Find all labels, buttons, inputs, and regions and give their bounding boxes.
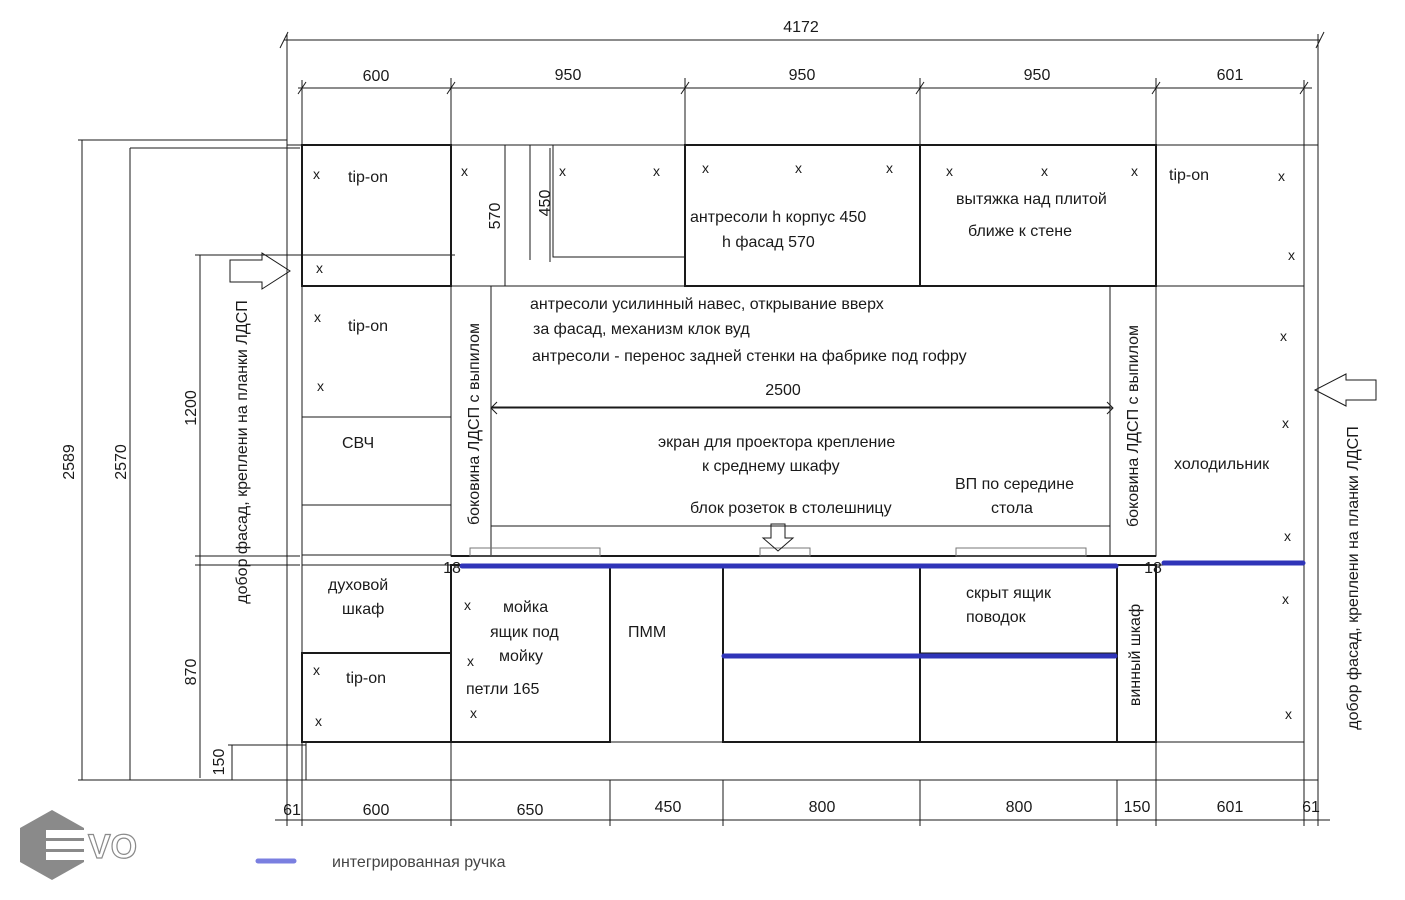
label-drawer-2: поводок bbox=[966, 609, 1027, 626]
label-sockets: блок розеток в столешницу bbox=[690, 500, 892, 517]
mark: x bbox=[1282, 591, 1289, 607]
mark: x bbox=[1131, 163, 1138, 179]
label-tipon-2: tip-on bbox=[348, 318, 388, 335]
mark: x bbox=[316, 260, 323, 276]
label-pmm: ПММ bbox=[628, 624, 666, 641]
mark: x bbox=[1282, 415, 1289, 431]
bottom-col-8: 601 bbox=[1217, 799, 1244, 816]
label-tipon-3: tip-on bbox=[346, 670, 386, 687]
gap-18-right: 18 bbox=[1144, 560, 1162, 577]
top-col-5: 601 bbox=[1217, 67, 1244, 84]
label-side-left: боковина ЛДСП с выпилом bbox=[466, 323, 483, 525]
label-svch: СВЧ bbox=[342, 435, 374, 452]
height-2570: 2570 bbox=[113, 444, 130, 480]
total-width: 4172 bbox=[783, 19, 819, 36]
bottom-col-1: 61 bbox=[283, 802, 301, 819]
mark: x bbox=[653, 163, 660, 179]
mark: x bbox=[795, 160, 802, 176]
bottom-col-7: 150 bbox=[1124, 799, 1151, 816]
label-hood-1: вытяжка над плитой bbox=[956, 191, 1107, 208]
logo-text: VO bbox=[88, 828, 137, 866]
label-mezz-2: h фасад 570 bbox=[722, 234, 815, 251]
mark: x bbox=[1284, 528, 1291, 544]
bottom-dimension-lines bbox=[275, 780, 1330, 826]
mark: x bbox=[461, 163, 468, 179]
label-note-3: антресоли - перенос задней стенки на фаб… bbox=[532, 348, 967, 365]
integrated-handles bbox=[459, 560, 1306, 659]
label-screen-1: экран для проектора крепление bbox=[658, 434, 895, 451]
mark: x bbox=[315, 713, 322, 729]
label-wine: винный шкаф bbox=[1127, 604, 1144, 706]
facade-450: 450 bbox=[537, 190, 554, 217]
top-col-2: 950 bbox=[555, 67, 582, 84]
mark: x bbox=[702, 160, 709, 176]
label-dobor-right: добор фасад, креплени на планки ЛДСП bbox=[1345, 426, 1362, 729]
mark: x bbox=[314, 309, 321, 325]
height-2589: 2589 bbox=[61, 444, 78, 480]
bottom-col-4: 450 bbox=[655, 799, 682, 816]
down-arrow-icon bbox=[761, 523, 795, 552]
bottom-col-3: 650 bbox=[517, 802, 544, 819]
top-col-1: 600 bbox=[363, 68, 390, 85]
label-hood-2: ближе к стене bbox=[968, 223, 1072, 240]
evo-logo: VO bbox=[20, 810, 138, 880]
top-dimension-lines bbox=[279, 31, 1325, 145]
mark: x bbox=[1285, 706, 1292, 722]
label-oven-1: духовой bbox=[328, 577, 388, 594]
label-sink-1: мойка bbox=[503, 599, 548, 616]
mark: x bbox=[467, 653, 474, 669]
top-col-4: 950 bbox=[1024, 67, 1051, 84]
left-arrow-icon bbox=[229, 252, 291, 290]
left-height-dimensions bbox=[78, 139, 455, 781]
label-tipon-1: tip-on bbox=[348, 169, 388, 186]
middle-niche bbox=[450, 285, 1157, 557]
label-mezz-1: антресоли h корпус 450 bbox=[690, 209, 866, 226]
mark: x bbox=[1041, 163, 1048, 179]
label-sink-3: мойку bbox=[499, 648, 543, 665]
height-150: 150 bbox=[211, 749, 228, 776]
height-870: 870 bbox=[183, 659, 200, 686]
height-1200: 1200 bbox=[183, 390, 200, 426]
label-side-right: боковина ЛДСП с выпилом bbox=[1125, 325, 1142, 527]
bottom-col-2: 600 bbox=[363, 802, 390, 819]
label-fridge: холодильник bbox=[1174, 456, 1270, 473]
mark: x bbox=[470, 705, 477, 721]
mark: x bbox=[313, 662, 320, 678]
label-hinges: петли 165 bbox=[466, 681, 540, 698]
bottom-col-9: 61 bbox=[1302, 799, 1320, 816]
mark: x bbox=[559, 163, 566, 179]
label-sink-2: ящик под bbox=[490, 624, 559, 641]
facade-570: 570 bbox=[487, 203, 504, 230]
mark: x bbox=[313, 166, 320, 182]
label-dobor-left: добор фасад, креплени на планки ЛДСП bbox=[234, 300, 251, 603]
label-drawer-1: скрыт ящик bbox=[966, 585, 1052, 602]
mark: x bbox=[1280, 328, 1287, 344]
fastener-marks: x x x x x x x x x x x x x x x x x x x x … bbox=[313, 160, 1295, 729]
top-col-3: 950 bbox=[789, 67, 816, 84]
label-oven-2: шкаф bbox=[342, 601, 384, 618]
label-note-2: за фасад, механизм клок вуд bbox=[533, 321, 750, 338]
mark: x bbox=[1278, 168, 1285, 184]
mark: x bbox=[946, 163, 953, 179]
label-vp-1: ВП по середине bbox=[955, 476, 1074, 493]
label-note-1: антресоли усилинный навес, открывание вв… bbox=[530, 296, 884, 313]
right-arrow-icon bbox=[1313, 373, 1377, 407]
mark: x bbox=[317, 378, 324, 394]
gap-18-left: 18 bbox=[443, 560, 461, 577]
mark: x bbox=[464, 597, 471, 613]
bottom-col-6: 800 bbox=[1006, 799, 1033, 816]
legend-handle-label: интегрированная ручка bbox=[332, 854, 506, 871]
label-tipon-4: tip-on bbox=[1169, 167, 1209, 184]
label-screen-2: к среднему шкафу bbox=[702, 458, 840, 475]
mark: x bbox=[1288, 247, 1295, 263]
bottom-col-5: 800 bbox=[809, 799, 836, 816]
mark: x bbox=[886, 160, 893, 176]
label-2500: 2500 bbox=[765, 382, 801, 399]
label-vp-2: стола bbox=[991, 500, 1033, 517]
